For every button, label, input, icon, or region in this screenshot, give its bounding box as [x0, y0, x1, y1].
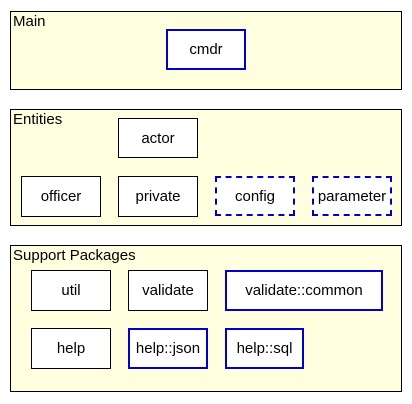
node-officer[interactable]: officer [21, 176, 101, 217]
group-main: Main cmdr [10, 11, 402, 90]
node-util[interactable]: util [31, 270, 111, 311]
node-validate-common[interactable]: validate::common [225, 270, 383, 311]
node-validate[interactable]: validate [128, 270, 208, 311]
node-help-sql[interactable]: help::sql [225, 328, 304, 369]
node-help[interactable]: help [31, 328, 111, 369]
node-cmdr[interactable]: cmdr [166, 29, 246, 70]
node-help-json[interactable]: help::json [128, 328, 208, 369]
node-private[interactable]: private [118, 176, 198, 217]
group-title-main: Main [13, 13, 46, 30]
node-actor[interactable]: actor [118, 118, 198, 158]
node-config[interactable]: config [215, 176, 295, 216]
group-title-entities: Entities [13, 111, 63, 128]
group-entities: Entities actor officer private config pa… [10, 109, 402, 226]
node-parameter[interactable]: parameter [312, 176, 392, 216]
group-title-support-packages: Support Packages [13, 247, 136, 264]
group-support-packages: Support Packages util validate validate:… [10, 245, 402, 392]
